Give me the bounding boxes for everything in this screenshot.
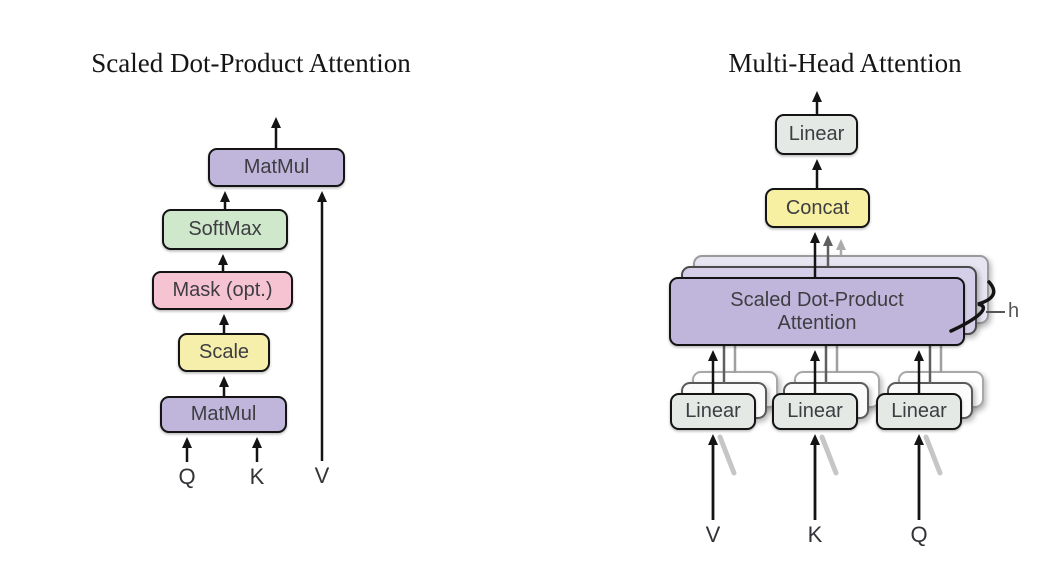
box-scale-label: Scale (198, 341, 250, 363)
box-linear-q-label: Linear (891, 400, 947, 422)
shadow-trail-q (923, 434, 943, 476)
label-input-v-left: V (314, 463, 330, 488)
box-linear-top-label: Linear (788, 123, 845, 145)
box-linear-v-label: Linear (685, 400, 741, 422)
box-scale: Scale (178, 333, 270, 372)
box-attention-label-line1: Scaled Dot-Product (730, 288, 904, 311)
label-input-v-right: V (705, 522, 721, 547)
shadow-trail-v (717, 434, 737, 476)
box-mask: Mask (opt.) (152, 271, 293, 310)
box-softmax-label: SoftMax (188, 218, 262, 240)
box-matmul-top-label: MatMul (243, 156, 310, 178)
box-linear-q: Linear (876, 393, 962, 430)
head-count-label: h (1008, 300, 1020, 322)
box-mask-label: Mask (opt.) (172, 279, 273, 301)
shadow-trail-k (819, 434, 839, 476)
right-diagram-title: Multi-Head Attention (728, 48, 962, 78)
box-linear-k: Linear (772, 393, 858, 430)
box-linear-v: Linear (670, 393, 756, 430)
label-input-q-right: Q (910, 522, 928, 547)
box-concat: Concat (765, 188, 870, 228)
box-softmax: SoftMax (162, 209, 288, 250)
box-linear-k-label: Linear (787, 400, 843, 422)
box-concat-label: Concat (785, 196, 850, 219)
box-matmul-bottom-label: MatMul (190, 403, 257, 425)
label-input-k-right: K (807, 522, 823, 547)
label-input-q-left: Q (178, 464, 196, 489)
left-diagram-title: Scaled Dot-Product Attention (91, 48, 411, 78)
box-matmul-top: MatMul (208, 148, 345, 187)
box-attention: Scaled Dot-Product Attention (669, 277, 965, 346)
box-attention-label-line2: Attention (777, 311, 857, 334)
label-input-k-left: K (249, 464, 265, 489)
box-linear-top: Linear (775, 114, 858, 155)
box-matmul-bottom: MatMul (160, 396, 287, 433)
